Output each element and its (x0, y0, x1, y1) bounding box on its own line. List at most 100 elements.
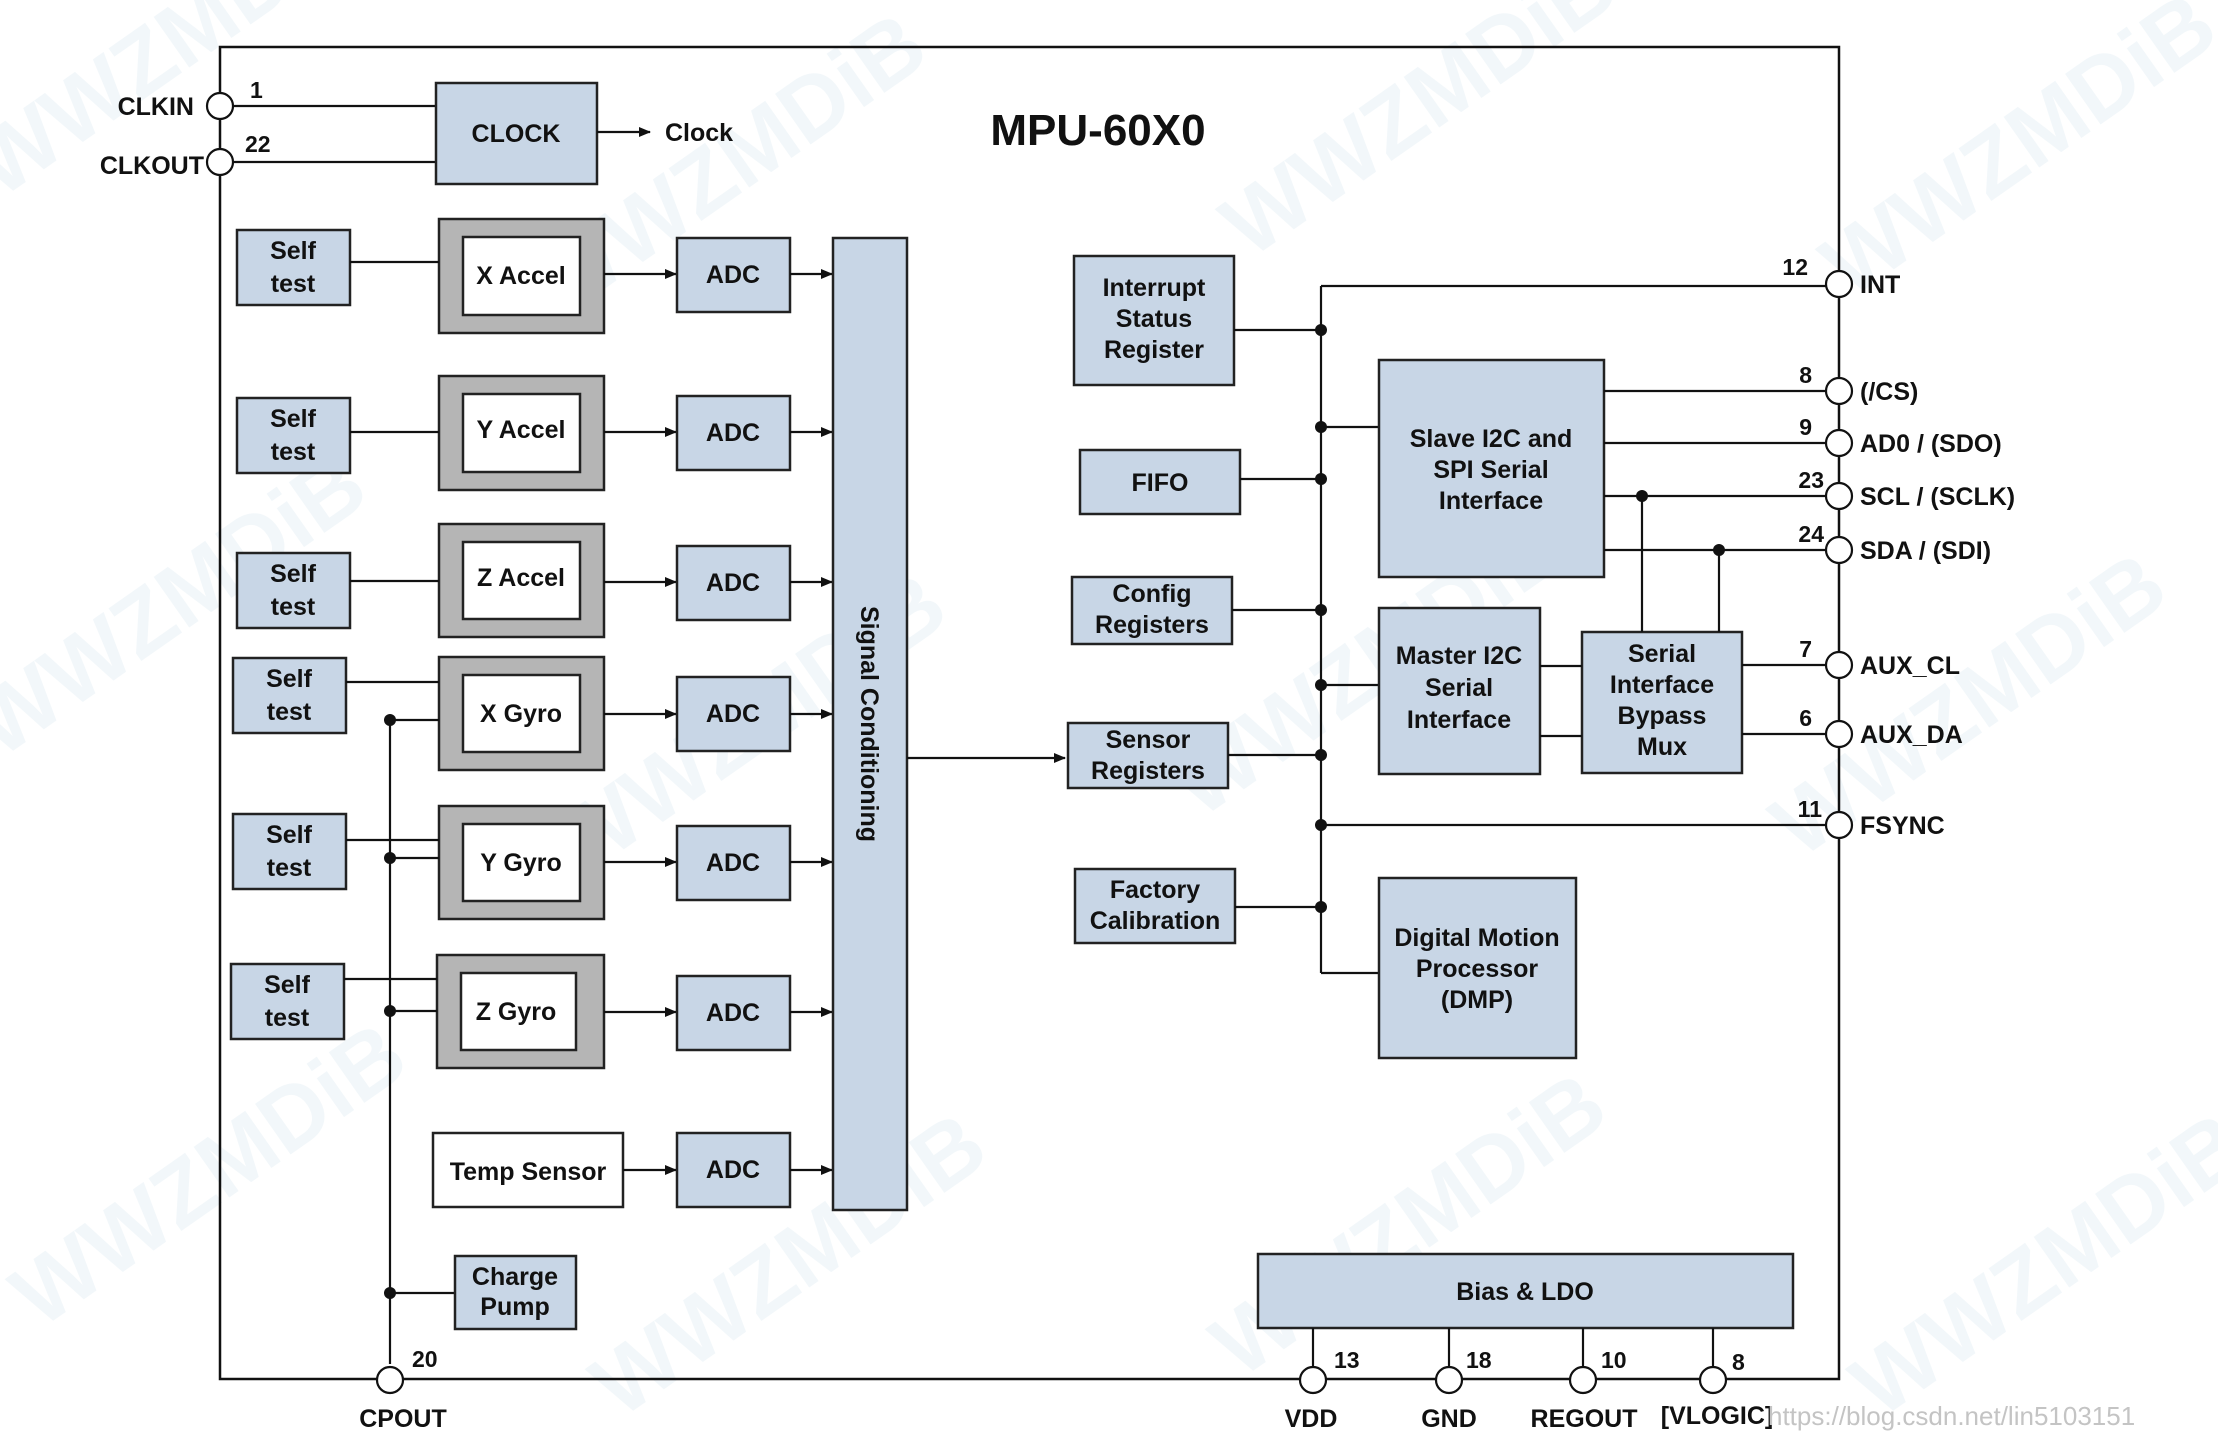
self-test-box (231, 812, 348, 891)
svg-text:Master I2C: Master I2C (1396, 642, 1522, 670)
y-gyro-label: Y Gyro (480, 849, 562, 877)
svg-text:GND: GND (1421, 1405, 1477, 1433)
self-test-box (235, 396, 352, 475)
svg-text:test: test (267, 854, 312, 882)
clock-output-label: Clock (665, 119, 733, 147)
svg-text:ADC: ADC (706, 700, 760, 728)
sensor-to-adc-arrows (604, 269, 677, 1175)
svg-text:SDA / (SDI): SDA / (SDI) (1860, 537, 1991, 565)
svg-text:REGOUT: REGOUT (1531, 1405, 1638, 1433)
x-gyro-label: X Gyro (480, 700, 562, 728)
source-url: https://blog.csdn.net/lin5103151 (1768, 1401, 2135, 1431)
svg-text:Serial: Serial (1425, 674, 1493, 702)
z-gyro-label: Z Gyro (476, 998, 557, 1026)
svg-text:Slave I2C and: Slave I2C and (1410, 425, 1573, 453)
svg-text:Interface: Interface (1407, 706, 1511, 734)
clock-section: CLOCK Clock (231, 81, 733, 186)
svg-text:Sensor: Sensor (1106, 726, 1191, 754)
adc-box (675, 236, 792, 314)
svg-text:INT: INT (1860, 271, 1900, 299)
svg-text:AUX_DA: AUX_DA (1860, 721, 1963, 749)
svg-text:Self: Self (270, 405, 317, 433)
svg-text:Registers: Registers (1095, 611, 1209, 639)
gyro-drive-bus (384, 714, 455, 1364)
power-wires (1311, 1328, 1715, 1367)
internal-bus (1228, 284, 1840, 975)
svg-text:ADC: ADC (706, 261, 760, 289)
svg-text:Digital Motion: Digital Motion (1394, 924, 1559, 952)
register-blocks: Interrupt Status Register FIFO Config Re… (1066, 254, 1242, 945)
pin-fsync (1824, 810, 1854, 840)
pin-cpout (375, 1365, 405, 1395)
pin-gnd (1434, 1365, 1464, 1395)
svg-text:Register: Register (1104, 336, 1204, 364)
svg-text:CLOCK: CLOCK (472, 120, 561, 148)
svg-text:10: 10 (1601, 1347, 1627, 1373)
svg-text:CLKIN: CLKIN (118, 93, 194, 121)
self-test-box (235, 551, 352, 630)
svg-text:Factory: Factory (1110, 876, 1200, 904)
pin-aux-da (1824, 719, 1854, 749)
svg-text:Pump: Pump (480, 1293, 549, 1321)
temp-sensor-label: Temp Sensor (450, 1158, 607, 1186)
pin-cs (1824, 376, 1854, 406)
bias-ldo-block (1256, 1252, 1795, 1330)
svg-text:[VLOGIC]: [VLOGIC] (1661, 1402, 1774, 1430)
svg-text:WWZMDiB: WWZMDiB (1194, 1054, 1624, 1397)
svg-text:Self: Self (270, 237, 317, 265)
sensor-blocks: X Accel Y Accel Z Accel X Gyro Y Gyro Z … (431, 217, 625, 1209)
svg-text:test: test (271, 438, 316, 466)
svg-text:11: 11 (1798, 796, 1823, 822)
self-test-wires (344, 260, 439, 981)
self-test-box (231, 656, 348, 735)
pin-scl (1824, 481, 1854, 511)
svg-text:ADC: ADC (706, 419, 760, 447)
svg-text:Status: Status (1116, 305, 1192, 333)
adc-blocks: ADC ADC ADC ADC ADC ADC ADC (675, 236, 792, 1209)
svg-text:7: 7 (1799, 636, 1812, 662)
svg-text:VDD: VDD (1285, 1405, 1338, 1433)
svg-text:FIFO: FIFO (1132, 469, 1189, 497)
svg-text:test: test (265, 1004, 310, 1032)
self-test-box (235, 228, 352, 307)
pin-regout (1568, 1365, 1598, 1395)
svg-text:Mux: Mux (1637, 733, 1687, 761)
svg-text:Self: Self (266, 821, 313, 849)
svg-text:Config: Config (1112, 580, 1191, 608)
svg-text:Interface: Interface (1610, 671, 1714, 699)
svg-text:Self: Self (264, 971, 311, 999)
svg-text:AUX_CL: AUX_CL (1860, 652, 1960, 680)
svg-text:20: 20 (412, 1346, 438, 1372)
svg-text:Interrupt: Interrupt (1103, 274, 1206, 302)
svg-text:8: 8 (1799, 362, 1812, 388)
svg-text:Processor: Processor (1416, 955, 1539, 983)
master-i2c-block (1377, 606, 1542, 776)
self-test-box (229, 962, 346, 1041)
svg-text:18: 18 (1466, 1347, 1492, 1373)
svg-text:ADC: ADC (706, 849, 760, 877)
sensor-registers-block (1066, 721, 1230, 790)
chip-title: MPU-60X0 (990, 106, 1205, 155)
svg-text:AD0 / (SDO): AD0 / (SDO) (1860, 430, 2002, 458)
svg-text:22: 22 (245, 131, 271, 157)
signal-conditioning-block (831, 236, 909, 1212)
pin-clkin (205, 91, 235, 121)
svg-text:SPI Serial: SPI Serial (1433, 456, 1548, 484)
pin-vdd (1298, 1365, 1328, 1395)
svg-text:test: test (267, 698, 312, 726)
svg-text:Calibration: Calibration (1090, 907, 1221, 935)
svg-text:ADC: ADC (706, 999, 760, 1027)
svg-text:test: test (271, 270, 316, 298)
svg-text:Registers: Registers (1091, 757, 1205, 785)
adc-box (675, 1131, 792, 1209)
svg-text:WWZMDiB: WWZMDiB (1804, 0, 2218, 316)
svg-text:Self: Self (266, 665, 313, 693)
fifo-block (1078, 448, 1242, 516)
svg-text:WWZMDiB: WWZMDiB (0, 1004, 424, 1347)
self-test-blocks: Self test Self test Self test Self test … (229, 228, 352, 1041)
signal-conditioning-label: Signal Conditioning (855, 606, 883, 842)
adc-box (675, 394, 792, 472)
svg-text:12: 12 (1782, 254, 1808, 280)
svg-text:13: 13 (1334, 1347, 1360, 1373)
